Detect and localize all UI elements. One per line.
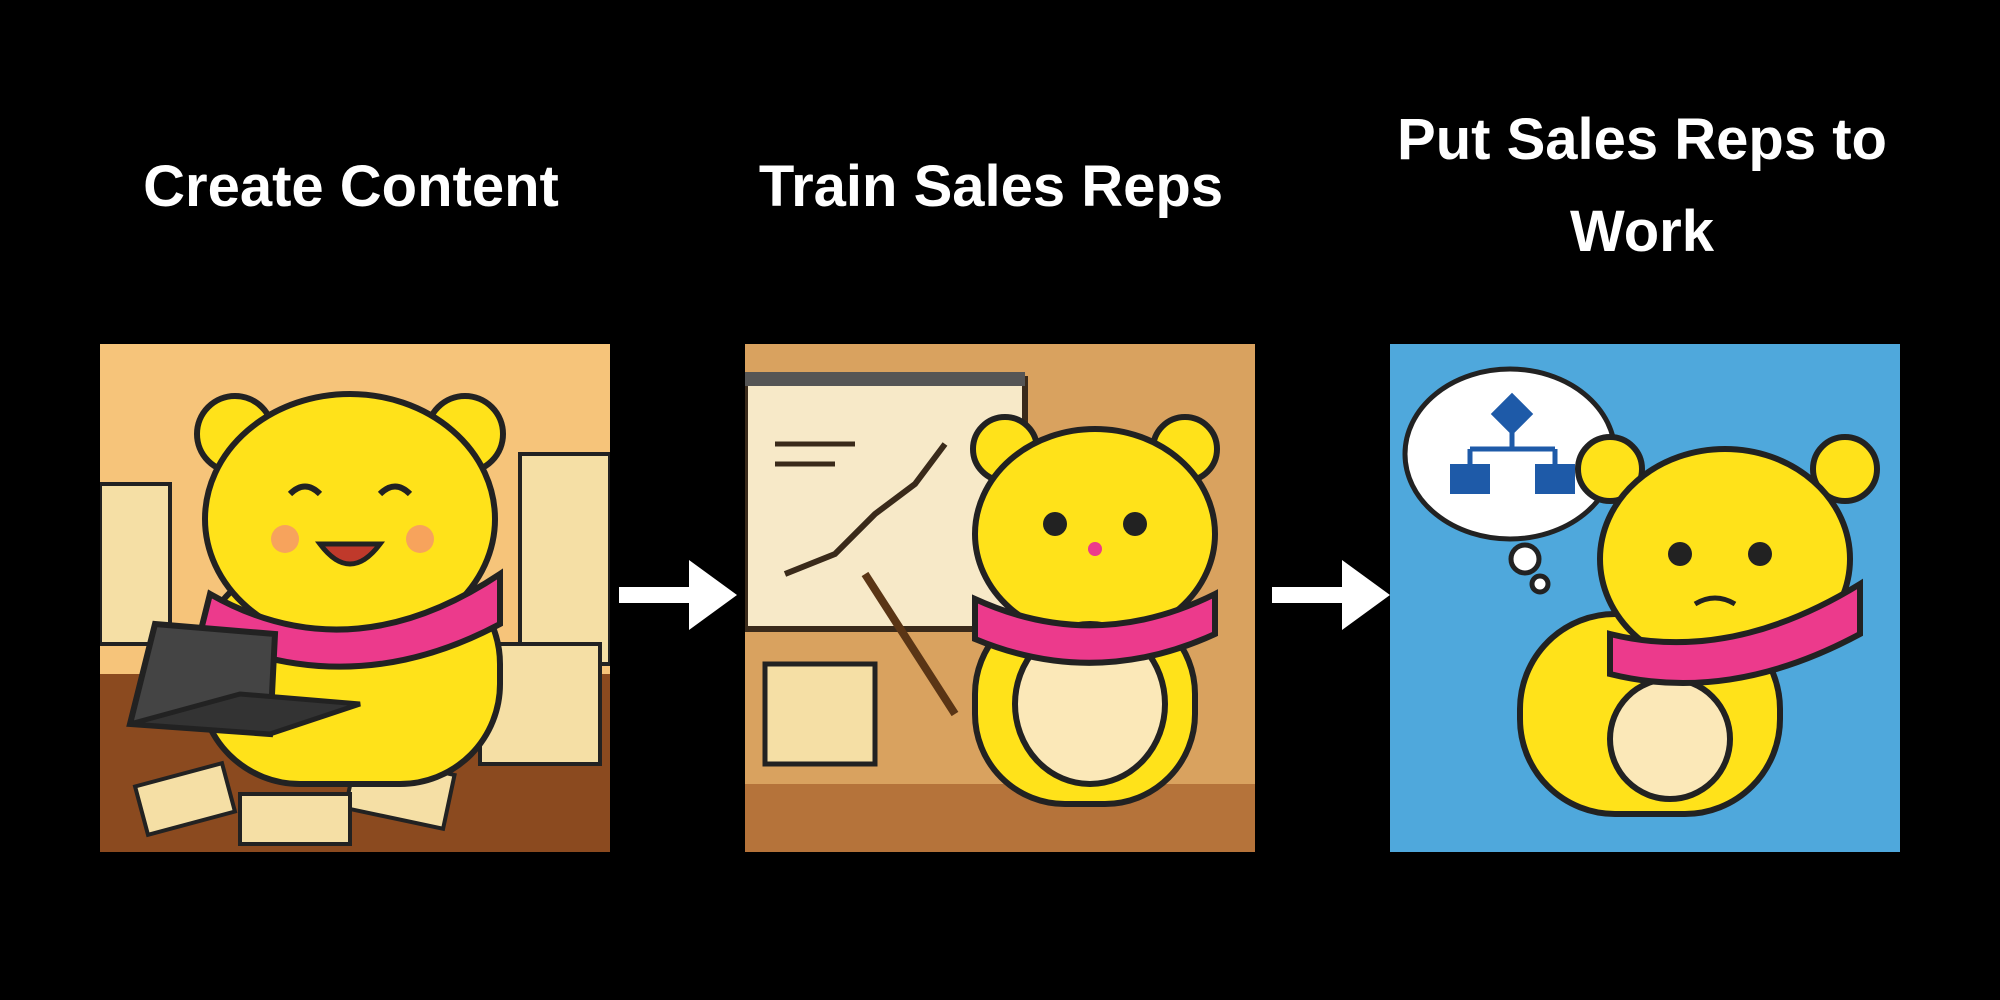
step-3-title: Put Sales Reps to Work xyxy=(1397,107,1887,264)
flowchart-icon xyxy=(1450,392,1575,494)
put-reps-to-work-illustration xyxy=(1390,344,1900,852)
pointer-stick-icon xyxy=(861,571,959,717)
bear-icon xyxy=(970,414,1220,807)
bear-icon xyxy=(1517,434,1880,817)
create-content-illustration xyxy=(100,344,610,852)
arrow-right-icon xyxy=(619,560,739,630)
trend-chart-icon xyxy=(783,442,948,577)
train-sales-reps-illustration xyxy=(745,344,1255,852)
thought-bubble-icon xyxy=(1402,366,1618,595)
step-2-title: Train Sales Reps xyxy=(758,154,1224,219)
arrow-right-icon xyxy=(1272,560,1392,630)
step-1-title: Create Content xyxy=(143,154,559,219)
